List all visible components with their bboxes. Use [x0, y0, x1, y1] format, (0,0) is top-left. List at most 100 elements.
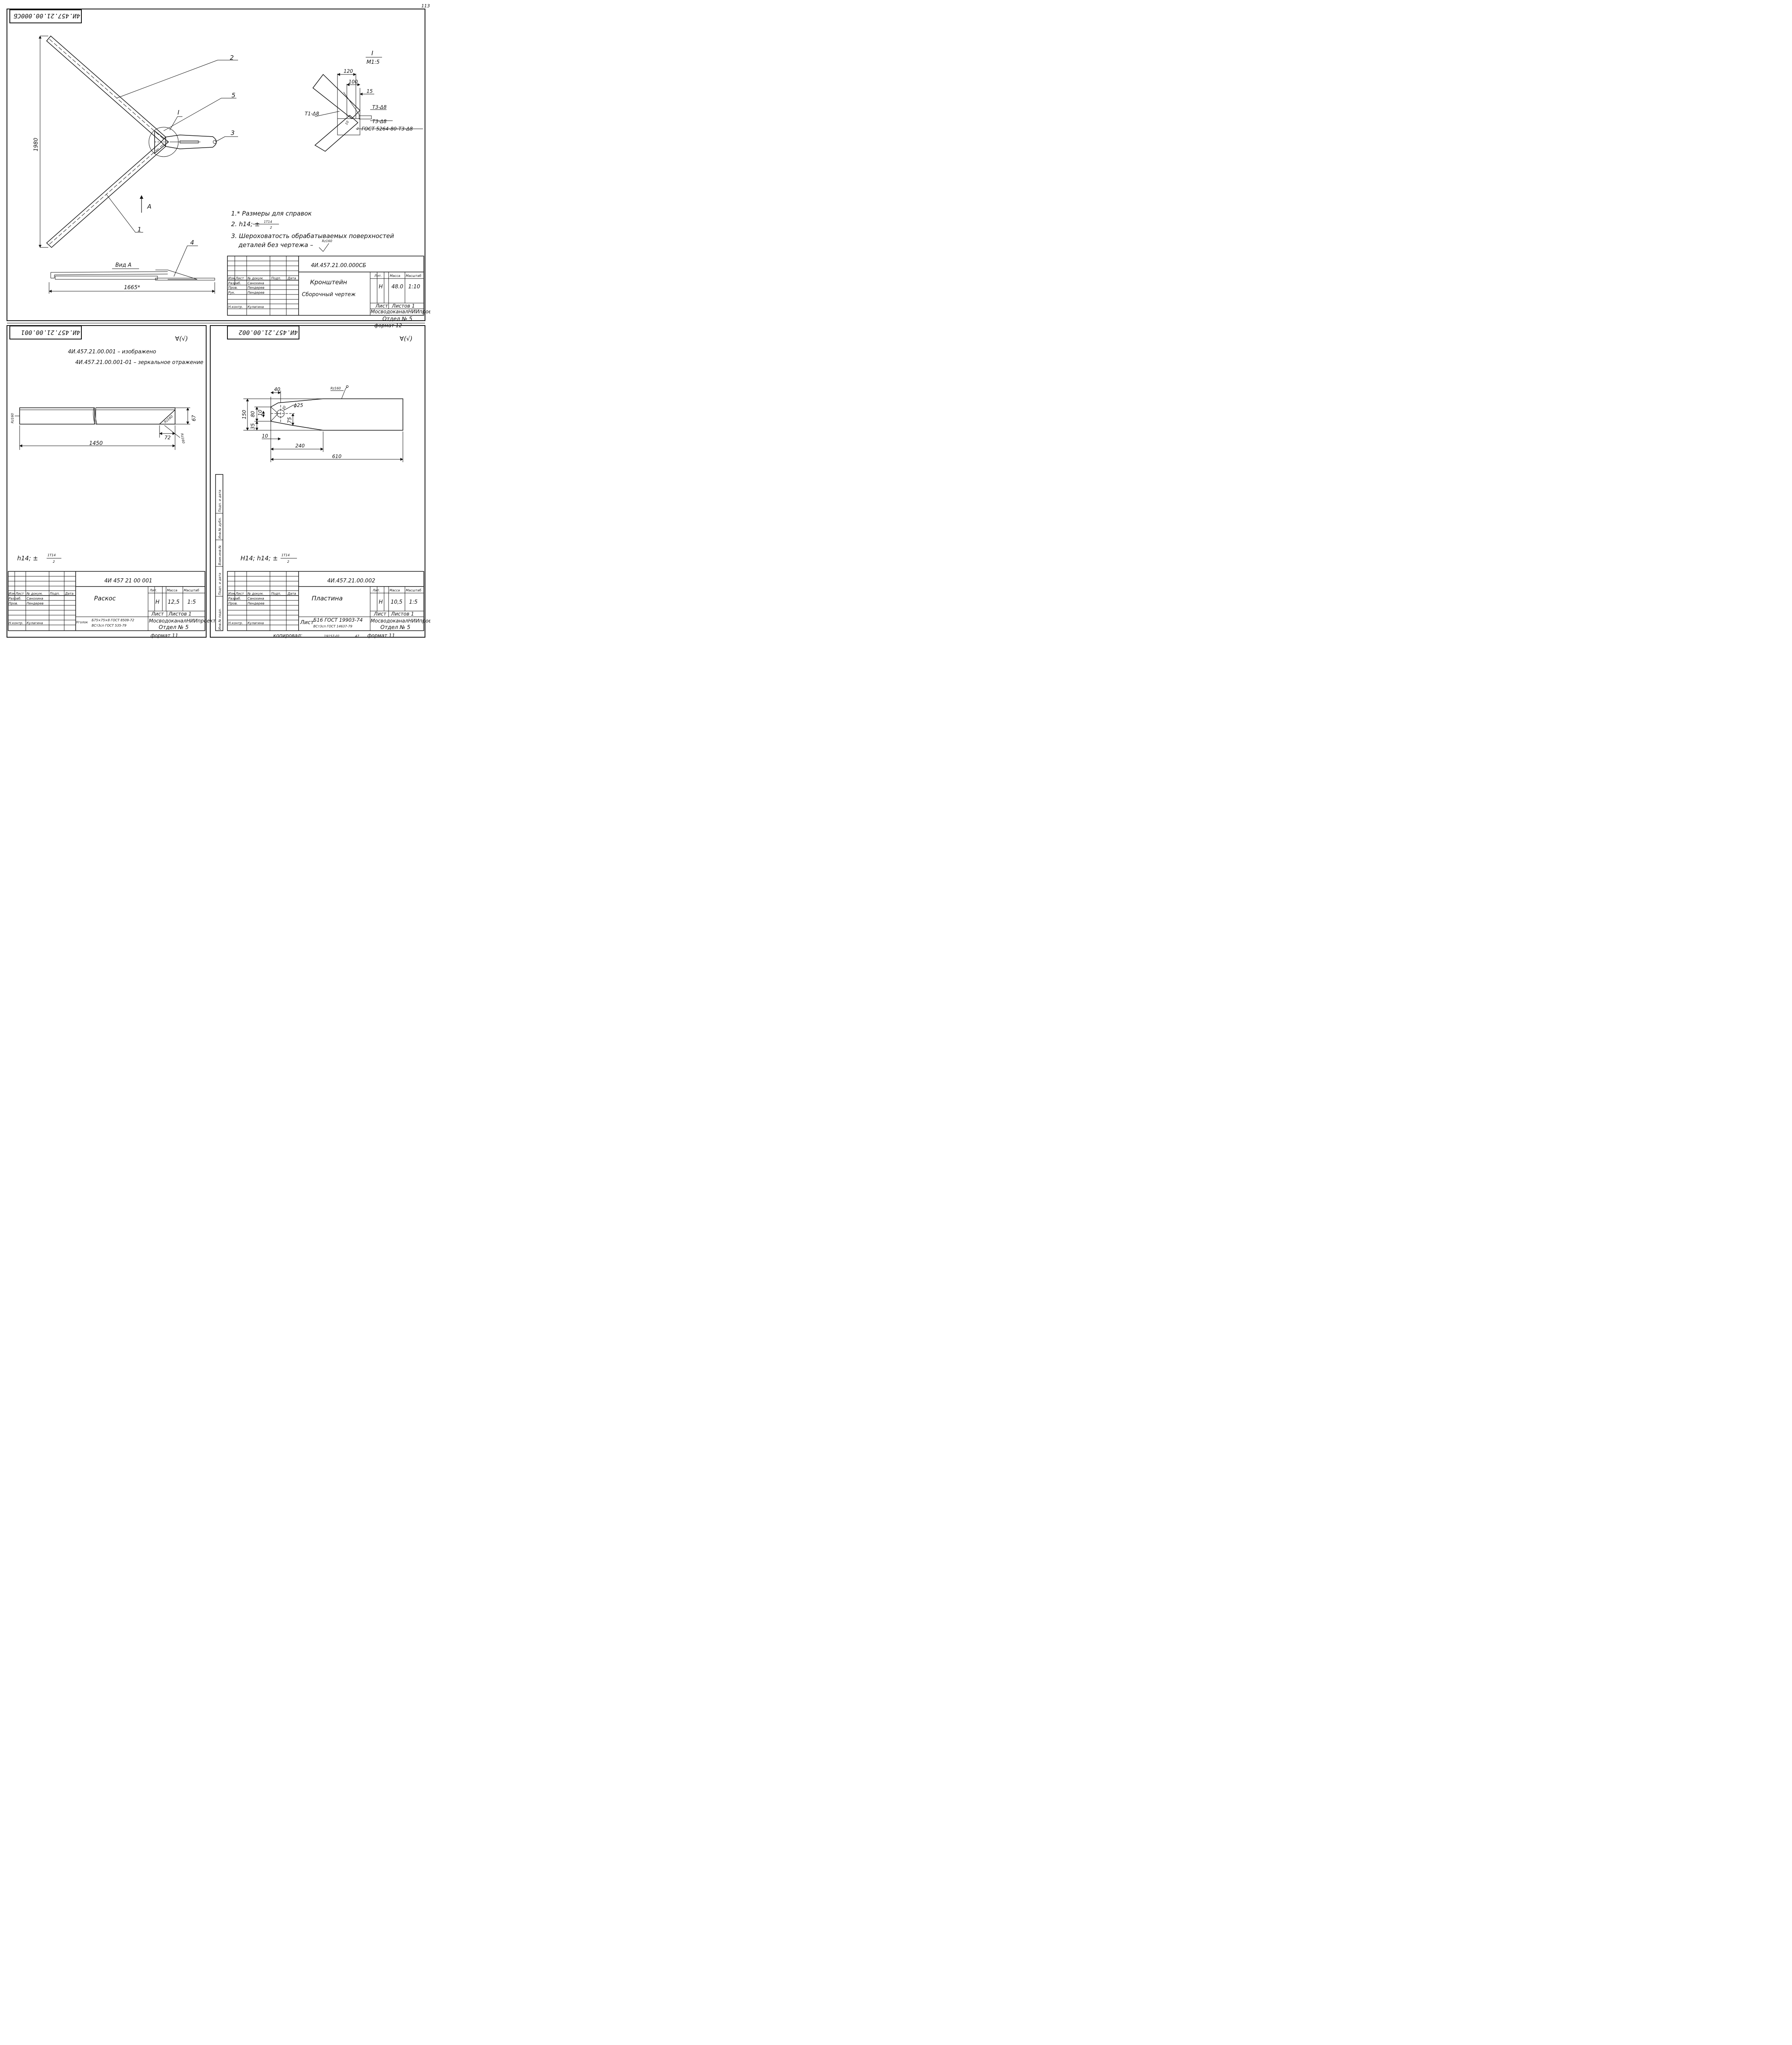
assembly-tb-r0b: Санохина: [247, 281, 264, 285]
part1-tb-r1a: Пров.: [9, 602, 18, 605]
part2-tb-r0b: Санохина: [247, 597, 264, 600]
assembly-tb-mass: 48.0: [391, 284, 403, 290]
assembly-tb-h0: Изм.: [228, 276, 236, 280]
part1-tol: h14; ±: [17, 555, 38, 562]
part1-tb-lit-label: Лит.: [149, 589, 157, 592]
footer-order: 19157-01: [324, 634, 340, 638]
page-number: 113: [421, 3, 430, 9]
weld-t3a: Т3-Δ8: [372, 104, 387, 110]
part1-tb-org: МосводоканалНИИпроект: [149, 618, 216, 624]
part2-format: формат 11: [367, 633, 395, 638]
part2-frame: [210, 325, 425, 638]
assembly-tb-r3a: Н.контр.: [228, 305, 243, 309]
assembly-tb-sheet: Лист: [375, 303, 388, 309]
part1-tb-name: Раскос: [94, 595, 116, 602]
part2-tb-sheets: Листов 1: [391, 611, 414, 617]
part2-tb-scale-label: Масштаб: [406, 589, 421, 592]
side-label-3: Инв.№ дубл.: [218, 517, 222, 539]
part2-view: [243, 385, 403, 462]
assembly-tb-sheets: Листов 1: [391, 303, 415, 309]
part2-tb-code: 4И.457.21.00.002: [327, 578, 375, 584]
part2-tol: Н14; h14; ±: [241, 555, 278, 562]
part2-dim-25: ϕ25: [294, 402, 303, 408]
side-label-1: Подп. и дата: [218, 573, 222, 595]
part1-tb-scale: 1:5: [187, 599, 196, 605]
footer-page: 47: [355, 634, 360, 638]
assembly-tb-r3b: Кулагина: [247, 305, 264, 309]
part1-tb-code: 4И 457 21 00 001: [104, 578, 152, 584]
part1-tb-h4: Дата: [65, 592, 74, 596]
part2-code-stamp: 4И.457.21.00.002: [239, 329, 298, 336]
part1-line1: 4И.457.21.00.001 – изображено: [68, 349, 156, 355]
part1-tb-r0a: Разраб.: [9, 597, 21, 600]
part2-dim-610: 610: [332, 454, 342, 459]
assembly-tb-scale: 1:10: [408, 284, 420, 290]
part1-tb-r1b: Пендерев: [27, 602, 44, 605]
part2-tb-r0a: Разраб.: [228, 597, 241, 600]
assembly-tb-lit-label: Лит.: [374, 274, 382, 278]
assembly-tb-name: Кронштейн: [310, 279, 347, 286]
part2-tb-h4: Дата: [287, 592, 296, 596]
part1-tb-scale-label: Масштаб: [184, 589, 199, 592]
part1-tb-mass: 12,5: [168, 599, 180, 605]
part1-tb-mat-2: ВСт3сп ГОСТ 535-79: [92, 624, 126, 627]
leader-4: 4: [190, 239, 194, 246]
dim-100: 100: [349, 79, 358, 85]
part2-tol-den: 2: [287, 560, 289, 564]
part2-roughness: ∀(√): [400, 335, 413, 342]
assembly-code-box: [9, 9, 82, 23]
part2-tb-r2b: Кулагина: [247, 621, 264, 625]
part1-tb-mat-1: Б75×75×8 ГОСТ 8509-72: [92, 618, 134, 622]
dim-1665: 1665*: [124, 285, 140, 291]
part1-rz-right: Rz160: [180, 433, 185, 444]
part1-tb-h1: Лист: [15, 592, 24, 596]
part2-tb-h2: № докум.: [247, 592, 263, 596]
part2-tb-r1b: Пендерев: [247, 602, 265, 605]
part2-tb-scale: 1:5: [409, 599, 418, 605]
part1-line2: 4И.457.21.00.001-01 – зеркальное отражен…: [75, 360, 203, 366]
part2-tol-num: 1Т14: [281, 553, 290, 557]
part1-tb-r0b: Санохина: [27, 597, 43, 600]
dim-2: 2: [357, 127, 359, 130]
part1-tb-lit: Н: [155, 599, 160, 605]
part2-tb-lit: Н: [379, 599, 383, 605]
part2-dim-10a: 10: [257, 409, 263, 416]
weld-gost: ГОСТ 5264-80-Т3-Δ8: [362, 126, 413, 132]
part1-code-stamp: 4И.457.21.00.001: [21, 329, 81, 336]
assembly-tb-h1: Лист: [235, 276, 244, 280]
footer-copied: копировал:: [273, 633, 302, 638]
assembly-code-stamp: 4И.457.21.00.000СБ: [13, 12, 80, 20]
part1-tb-dept: Отдел № 5: [159, 625, 189, 631]
part2-dim-240: 240: [295, 443, 305, 449]
part1-frame: [7, 325, 207, 638]
assembly-view: [38, 35, 238, 277]
part1-dim-72: 72: [164, 435, 171, 440]
note-1: 1.* Размеры для справок: [231, 210, 312, 217]
side-label-4: Подп. и дата: [218, 490, 222, 512]
leader-5: 5: [232, 92, 236, 99]
note-3: 3. Шероховатость обрабатываемых поверхно…: [231, 232, 394, 240]
assembly-tb-lit: Н: [379, 284, 383, 290]
part2-tb-org: МосводоканалНИИпроект: [371, 618, 430, 624]
assembly-tb-r1a: Пров.: [228, 286, 238, 290]
part2-tb-mat-1: Б16 ГОСТ 19903-74: [313, 617, 363, 623]
assembly-tb-code: 4И.457.21.00.000СБ: [311, 263, 366, 269]
detail-i: [312, 57, 423, 152]
part2-tb-mass-label: Масса: [389, 589, 400, 592]
part2-dim-75: 75: [287, 417, 292, 423]
part1-rz-left: Rz160: [11, 413, 14, 423]
note-3b: деталей без чертежа –: [238, 241, 313, 249]
part2-dim-80: 80: [250, 411, 256, 417]
part1-dim-1450: 1450: [89, 440, 103, 447]
part2-tb-mat-2: ВСт3сп ГОСТ 14637-79: [313, 625, 352, 628]
part1-tb-sheet: Лист: [151, 611, 164, 617]
assembly-tb-r1b: Пендерев: [247, 286, 265, 290]
part1-tb-r2b: Кулагина: [27, 621, 43, 625]
part1-roughness: ∀(√): [175, 335, 188, 342]
assembly-format: формат 12: [374, 323, 402, 328]
leader-1: 1: [137, 226, 142, 233]
part2-dim-30: 30: [281, 405, 287, 411]
part1-tb-r2a: Н.контр.: [9, 621, 23, 625]
part1-dim-67: 67: [191, 415, 197, 421]
detail-scale: М1:5: [366, 59, 380, 65]
